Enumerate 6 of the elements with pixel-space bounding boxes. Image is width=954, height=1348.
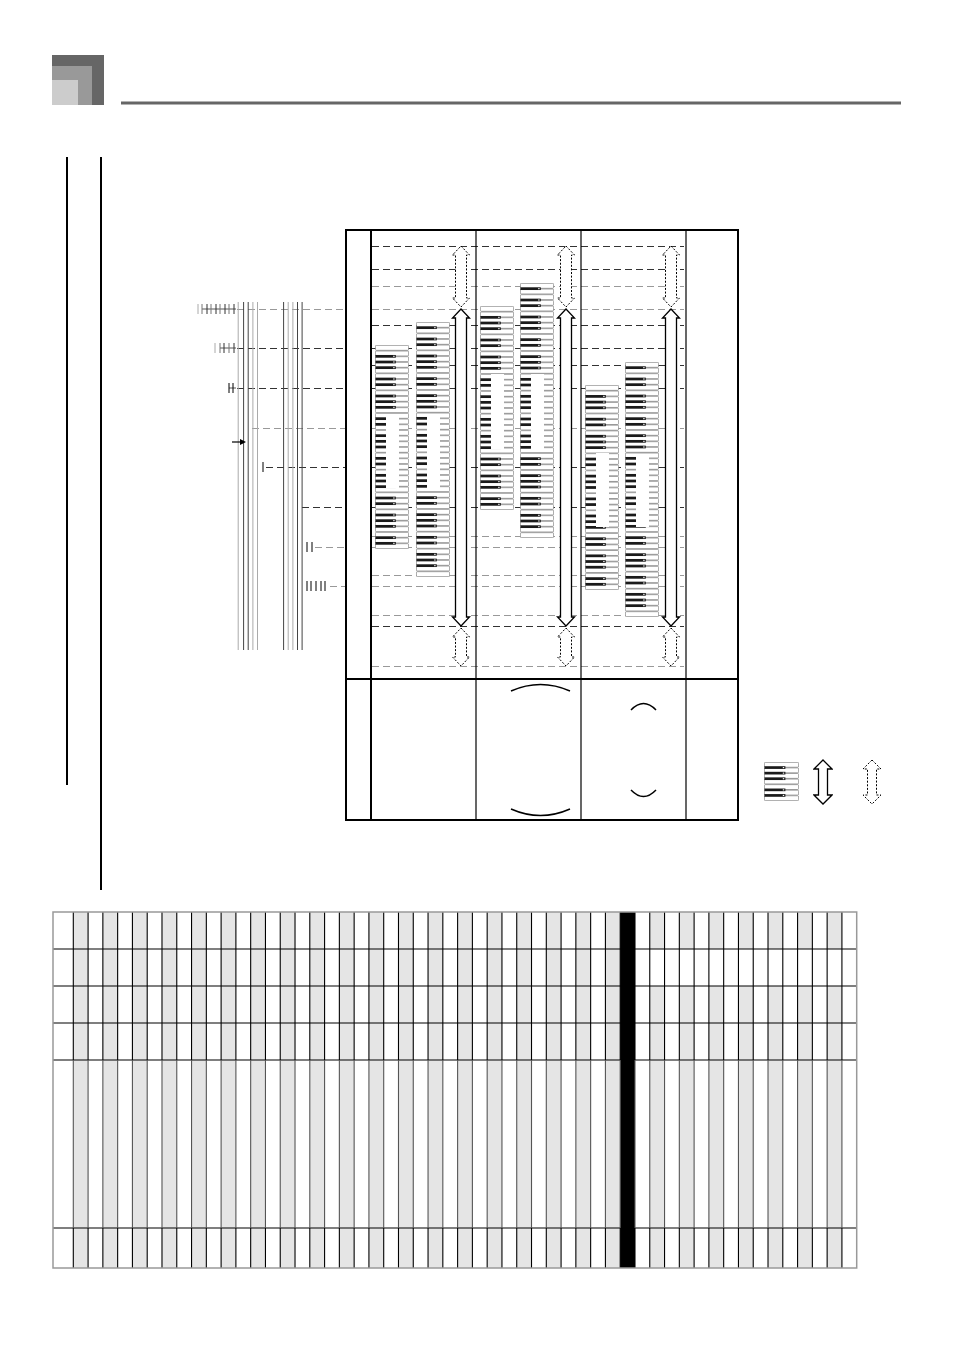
keyboard-icon xyxy=(585,385,619,590)
keyboard-icon xyxy=(625,362,659,617)
keyboard-icon xyxy=(520,283,554,538)
keyboard-icon xyxy=(480,306,514,510)
keyboard-icon xyxy=(416,322,450,577)
keyboard-icon xyxy=(375,345,409,549)
